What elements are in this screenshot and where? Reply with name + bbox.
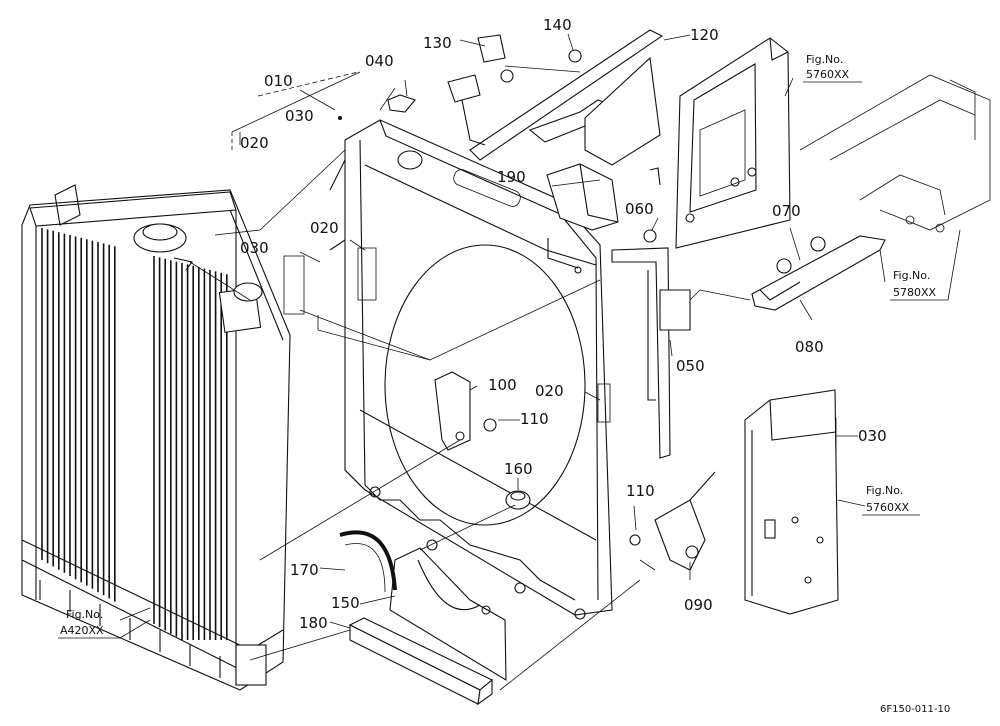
fig-ref-5760-top-number: 5760XX [806, 68, 850, 81]
callout-090: 090 [684, 596, 713, 614]
seal-020-right [597, 383, 611, 423]
fan-shroud [329, 119, 613, 620]
bracket-080 [751, 235, 886, 311]
fig-ref-5780-label: Fig.No. [893, 269, 930, 282]
bracket-090 [654, 471, 716, 571]
callout-180: 180 [299, 614, 328, 632]
fig-ref-5780-number: 5780XX [893, 286, 937, 299]
callout-130: 130 [423, 34, 452, 52]
callout-020-right: 020 [535, 382, 564, 400]
callout-170: 170 [290, 561, 319, 579]
fig-ref-5760-right-number: 5760XX [866, 501, 910, 514]
fig-ref-5760-right-label: Fig.No. [866, 484, 903, 497]
figure-references: Fig.No. 5760XX Fig.No. 5780XX Fig.No. 57… [58, 53, 961, 639]
callout-150: 150 [331, 594, 360, 612]
chassis-frame-lower [744, 389, 839, 615]
callout-160: 160 [504, 460, 533, 478]
callout-070: 070 [772, 202, 801, 220]
bolt-110a-icon [483, 418, 497, 432]
bolt-140b-icon [568, 49, 582, 63]
chassis-frame-5780 [799, 74, 991, 233]
callout-030-left: 030 [240, 239, 269, 257]
fig-ref-a420-label: Fig.No. [66, 608, 103, 621]
drawing-code: 6F150-011-10 [880, 704, 950, 715]
fan-opening [384, 244, 586, 526]
callout-030-top: 030 [285, 107, 314, 125]
fig-ref-a420-number: A420XX [60, 624, 104, 637]
clip-040-icon [387, 94, 416, 113]
callout-110-lower: 110 [626, 482, 655, 500]
callout-060: 060 [625, 200, 654, 218]
callout-080: 080 [795, 338, 824, 356]
bolt-110b-icon [629, 534, 641, 546]
grommet-160 [505, 490, 531, 510]
callout-050: 050 [676, 357, 705, 375]
callout-110-center: 110 [520, 410, 549, 428]
leader-lines [119, 33, 886, 691]
callout-030-right: 030 [858, 427, 887, 445]
bolt-060-icon [643, 229, 657, 243]
seal-030-left [283, 255, 305, 315]
radiator-core-fins [41, 228, 228, 640]
seal-020-upper [357, 247, 377, 301]
bolt-140a-icon [500, 69, 514, 83]
plate-120 [584, 56, 661, 166]
callout-100: 100 [488, 376, 517, 394]
bolt-070a-icon [776, 258, 792, 274]
fig-ref-5760-top-label: Fig.No. [806, 53, 843, 66]
cover-150 [389, 547, 507, 681]
callout-labels: 010 030 020 040 130 140 120 190 060 070 … [240, 16, 887, 632]
cushion-130-icon [477, 34, 506, 63]
callout-010: 010 [264, 72, 293, 90]
callout-190: 190 [497, 168, 526, 186]
bolt-070b-icon [810, 236, 826, 252]
bracket-130 [447, 74, 481, 103]
stay-120 [469, 29, 664, 161]
upper-brackets [387, 29, 664, 231]
group-marker-dot [338, 116, 342, 120]
bracket-100 [434, 371, 471, 451]
callout-040: 040 [365, 52, 394, 70]
callout-020-top: 020 [240, 134, 269, 152]
callout-020-upper: 020 [310, 219, 339, 237]
side-stay-050 [483, 229, 691, 546]
callout-120: 120 [690, 26, 719, 44]
radiator-assembly [21, 184, 291, 691]
lower-cover-parts [339, 530, 507, 706]
callout-140: 140 [543, 16, 572, 34]
chassis-frame-upper [649, 37, 791, 249]
plate-5760 [675, 37, 791, 249]
